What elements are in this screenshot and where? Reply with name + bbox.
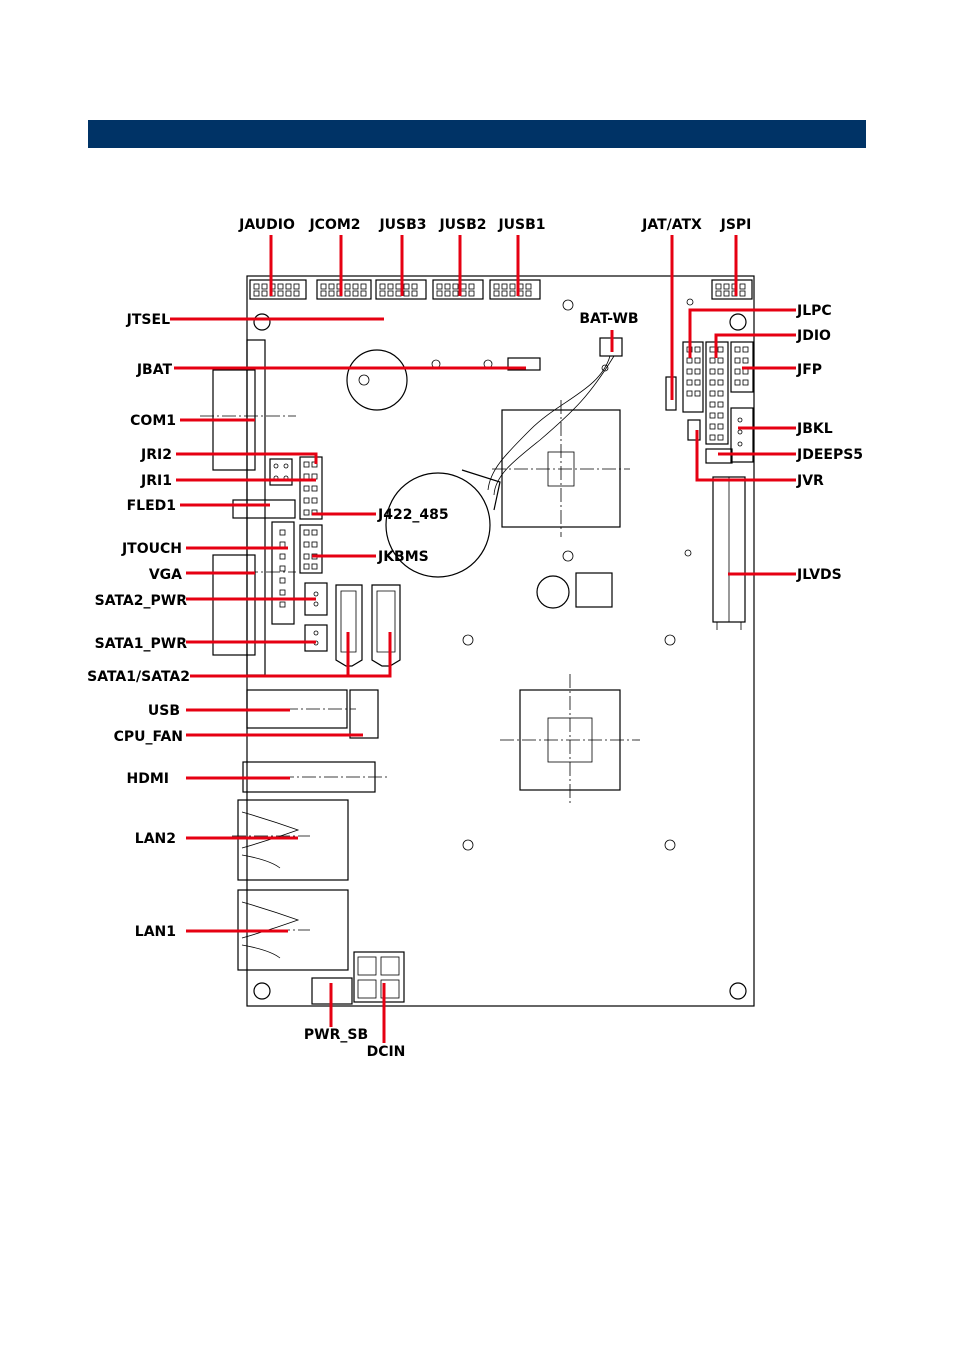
label-jri1: JRI1 — [140, 473, 172, 489]
label-fled1: FLED1 — [127, 498, 176, 514]
callout-leaders — [170, 235, 796, 1043]
motherboard-outline — [246, 275, 755, 1007]
label-bat-wb: BAT-WB — [579, 311, 638, 327]
label-sata2-pwr: SATA2_PWR — [95, 593, 188, 609]
right-side-headers — [665, 341, 754, 630]
label-usb: USB — [148, 703, 180, 719]
label-hdmi: HDMI — [127, 771, 169, 787]
label-jtouch: JTOUCH — [121, 541, 182, 557]
center-components — [346, 337, 640, 806]
label-pwr-sb: PWR_SB — [304, 1027, 368, 1043]
label-jbkl: JBKL — [796, 421, 833, 437]
label-jcom2: JCOM2 — [308, 217, 360, 233]
top-pin-headers — [249, 279, 753, 300]
label-cpu-fan: CPU_FAN — [114, 729, 183, 745]
section-header-bar — [88, 120, 866, 148]
label-sata1-sata2: SATA1/SATA2 — [87, 669, 190, 685]
label-jvr: JVR — [796, 473, 824, 489]
label-lan1: LAN1 — [135, 924, 176, 940]
label-dcin: DCIN — [367, 1044, 406, 1060]
label-jri2: JRI2 — [140, 447, 172, 463]
label-jusb2: JUSB2 — [438, 217, 486, 233]
label-sata1-pwr: SATA1_PWR — [95, 636, 188, 652]
connector-labels: JAUDIO JCOM2 JUSB3 JUSB2 JUSB1 JAT/ATX J… — [87, 217, 863, 1060]
label-jtsel: JTSEL — [126, 312, 170, 328]
label-lan2: LAN2 — [135, 831, 176, 847]
label-com1: COM1 — [130, 413, 176, 429]
label-jdeeps5: JDEEPS5 — [796, 447, 863, 463]
label-jaudio: JAUDIO — [238, 217, 295, 233]
label-jusb1: JUSB1 — [497, 217, 545, 233]
label-jusb3: JUSB3 — [378, 217, 426, 233]
label-jspi: JSPI — [720, 217, 752, 233]
label-jbat: JBAT — [136, 362, 173, 378]
label-jlvds: JLVDS — [796, 567, 842, 583]
label-j422-485: J422_485 — [377, 507, 449, 523]
label-jdio: JDIO — [796, 328, 831, 344]
label-jfp: JFP — [796, 362, 822, 378]
left-edge-connectors — [200, 339, 405, 1005]
label-jat-atx: JAT/ATX — [641, 217, 702, 233]
label-jkbms: JKBMS — [377, 549, 429, 565]
label-jlpc: JLPC — [796, 303, 832, 319]
label-vga: VGA — [149, 567, 182, 583]
